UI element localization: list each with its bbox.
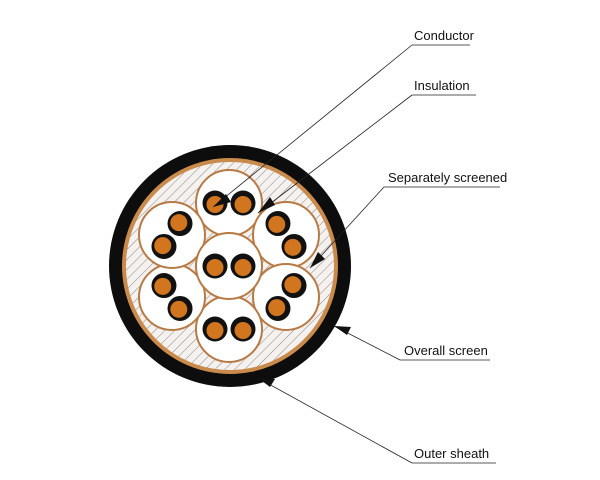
screened-pairs xyxy=(138,169,320,363)
leader-line-conductor-diagonal xyxy=(212,44,413,208)
core-conductor xyxy=(170,214,188,232)
leader-lines xyxy=(212,44,500,464)
core-conductor xyxy=(268,215,286,233)
screened-pair-1 xyxy=(195,169,263,237)
leader-line-separately-screened-diagonal xyxy=(309,186,385,269)
arrowhead-conductor xyxy=(213,194,231,207)
core-conductor xyxy=(170,300,188,318)
label-overall-screen: Overall screen xyxy=(404,343,488,358)
core-conductor xyxy=(234,322,252,339)
core-conductor xyxy=(284,276,302,294)
core-conductor xyxy=(268,299,286,317)
arrowhead-outer-sheath xyxy=(258,378,275,387)
leader-line-insulation-diagonal xyxy=(257,94,413,214)
screened-pair-5 xyxy=(138,263,206,331)
pair-screen xyxy=(138,263,206,331)
core-conductor xyxy=(206,259,224,276)
screened-pair-4 xyxy=(195,295,263,363)
leader-line-outer-sheath-diagonal xyxy=(257,377,413,464)
arrowhead-insulation xyxy=(258,197,275,213)
pair-screen xyxy=(252,201,320,269)
screened-pair-2 xyxy=(252,201,320,269)
core-conductor xyxy=(206,196,224,213)
screened-pair-3 xyxy=(252,263,320,331)
screened-pair-6 xyxy=(138,201,206,269)
core-conductor xyxy=(284,238,302,256)
label-separately-screened: Separately screened xyxy=(388,170,507,185)
pair-screen xyxy=(195,232,263,300)
arrowhead-overall-screen xyxy=(334,326,351,335)
core-conductor xyxy=(154,237,172,255)
core-conductor xyxy=(234,196,252,213)
core-conductor xyxy=(206,322,224,339)
label-outer-sheath: Outer sheath xyxy=(414,446,489,461)
label-insulation: Insulation xyxy=(414,78,470,93)
core-conductor xyxy=(154,277,172,295)
screened-pair-7 xyxy=(195,232,263,300)
label-conductor: Conductor xyxy=(414,28,475,43)
core-conductor xyxy=(234,259,252,276)
pair-screen xyxy=(252,263,320,331)
pair-screen xyxy=(138,201,206,269)
arrowhead-separately-screened xyxy=(310,252,325,268)
